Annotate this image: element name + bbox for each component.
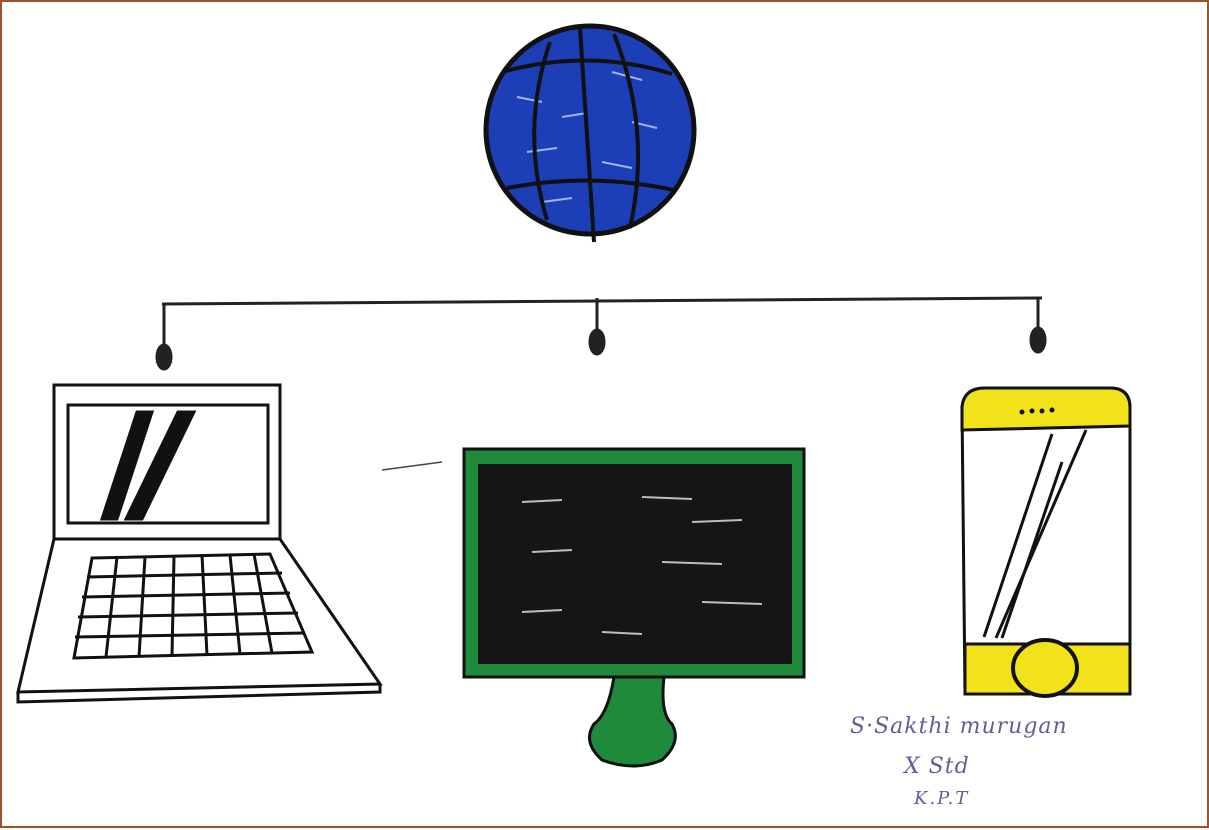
network-connector bbox=[157, 234, 1045, 369]
globe-icon bbox=[486, 26, 694, 242]
smartphone-icon bbox=[962, 388, 1130, 696]
signature-name: S·Sakthi murugan bbox=[850, 714, 1068, 739]
laptop-icon bbox=[18, 385, 380, 702]
stray-marks bbox=[382, 462, 442, 470]
signature-school: K.P.T bbox=[914, 788, 969, 809]
signature-std: X Std bbox=[904, 754, 970, 779]
monitor-icon bbox=[464, 449, 804, 766]
